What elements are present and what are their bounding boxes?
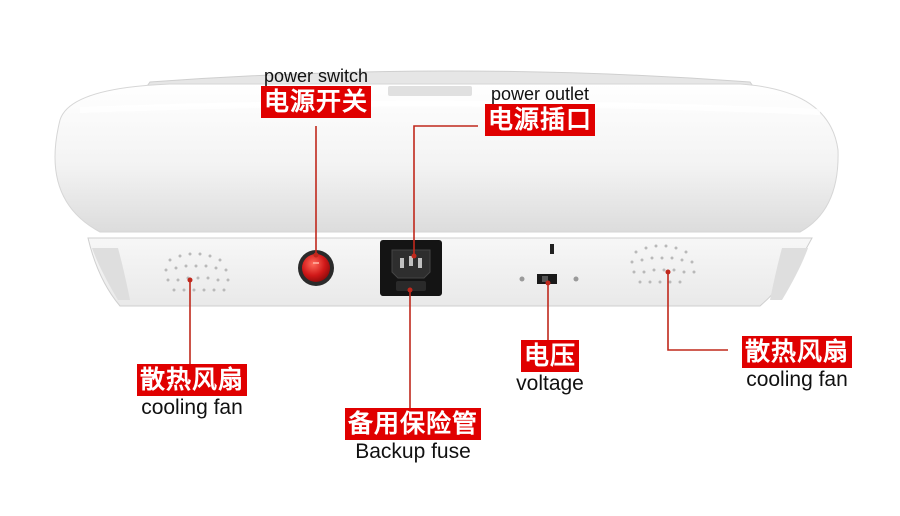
- backup-fuse-label: 备用保险管 Backup fuse: [328, 408, 498, 464]
- voltage-label: 电压 voltage: [498, 340, 602, 396]
- device-front-panel: [87, 237, 813, 307]
- right-fan-vents: [630, 244, 696, 284]
- device-body-top: [54, 83, 839, 233]
- power-switch: [302, 254, 330, 282]
- callout-dots: [187, 252, 671, 293]
- power-switch-label: power switch 电源开关: [246, 66, 386, 118]
- power-outlet-zh: 电源插口: [484, 104, 595, 136]
- voltage-indicator: [550, 244, 554, 254]
- power-outlet-en: power outlet: [490, 84, 590, 104]
- cooling-fan-left-zh: 散热风扇: [136, 364, 247, 396]
- power-switch-zh: 电源开关: [260, 86, 371, 118]
- left-fan-vents: [164, 252, 230, 292]
- cooling-fan-right-en: cooling fan: [746, 368, 848, 391]
- cooling-fan-right-label: 散热风扇 cooling fan: [724, 336, 870, 392]
- power-outlet-label: power outlet 电源插口: [470, 84, 610, 136]
- cooling-fan-left-label: 散热风扇 cooling fan: [118, 364, 266, 420]
- voltage-zh: 电压: [520, 340, 579, 372]
- power-switch-en: power switch: [263, 66, 369, 86]
- callout-lines: [189, 125, 728, 408]
- backup-fuse-zh: 备用保险管: [344, 408, 481, 440]
- backup-fuse-en: Backup fuse: [355, 440, 471, 463]
- fuse-holder: [396, 281, 426, 291]
- voltage-en: voltage: [516, 372, 584, 395]
- cooling-fan-right-zh: 散热风扇: [741, 336, 852, 368]
- cooling-fan-left-en: cooling fan: [141, 396, 243, 419]
